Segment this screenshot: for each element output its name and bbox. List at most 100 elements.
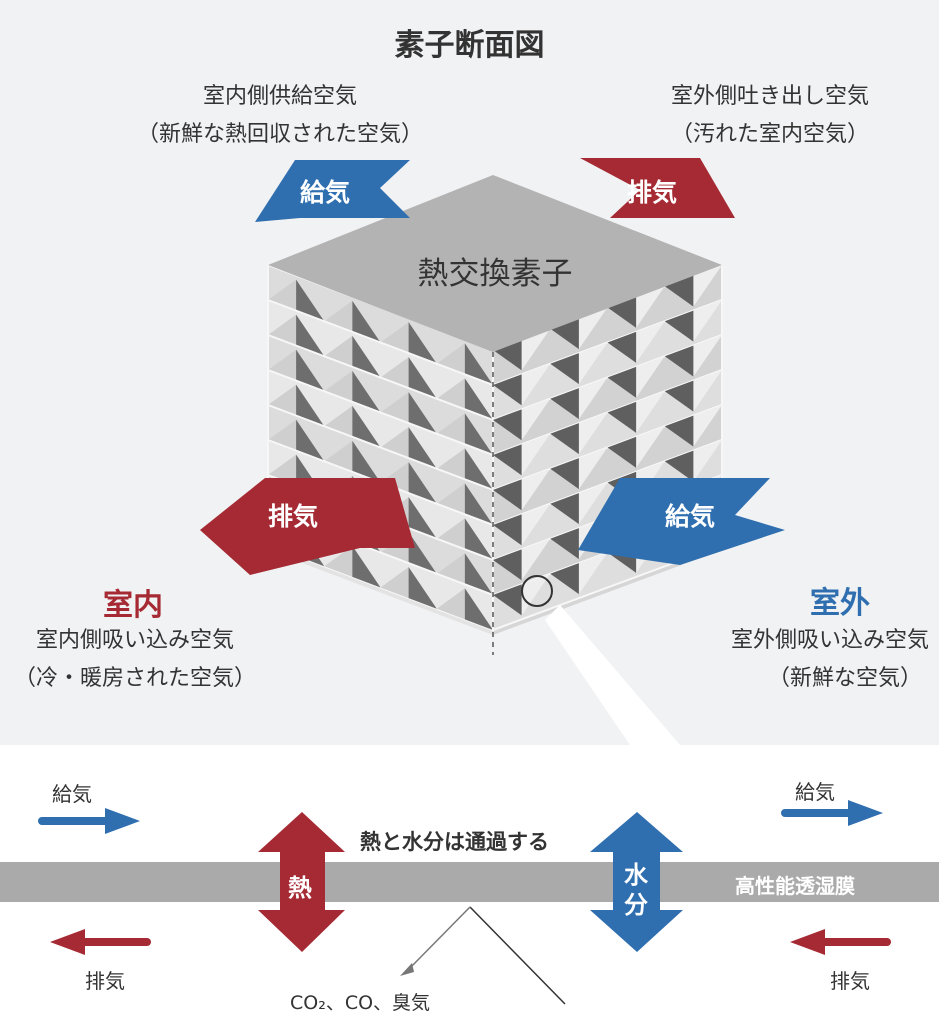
- top-right-arrow-label: 排気: [627, 178, 678, 207]
- left-ridge-shadow: [408, 462, 437, 504]
- top-right-caption-line1: 室外側吐き出し空気: [670, 84, 869, 109]
- left-ridge-shadow: [408, 392, 437, 434]
- left-ridge-shadow: [408, 497, 437, 539]
- left-ridge-shadow: [352, 440, 381, 483]
- left-ridge-shadow: [464, 553, 493, 595]
- indoor-caption-line1: 室内側吸い込み空気: [35, 628, 234, 653]
- membrane-band: [0, 862, 939, 902]
- mid-left-arrow-label: 排気: [268, 502, 319, 531]
- right-ridge-shadow: [493, 479, 522, 511]
- left-ridge-shadow: [464, 483, 493, 525]
- core-label: 熱交換素子: [417, 256, 573, 292]
- left-ridge-shadow: [408, 567, 437, 609]
- right-ridge-shadow: [550, 353, 579, 385]
- outdoor-caption-line2: （新鮮な空気）: [767, 666, 922, 691]
- right-ridge-shadow: [493, 584, 522, 616]
- outdoor-label: 室外: [810, 586, 870, 621]
- left-ridge-shadow: [296, 384, 325, 427]
- right-ridge-shadow: [664, 415, 694, 447]
- indoor-label: 室内: [103, 588, 163, 623]
- right-ridge-shadow: [607, 296, 637, 328]
- right-ridge-shadow: [664, 380, 694, 412]
- membrane-supply-left: 給気: [52, 782, 92, 806]
- core-stack: [267, 175, 723, 655]
- right-ridge-shadow: [550, 528, 579, 560]
- right-ridge-shadow: [550, 318, 579, 350]
- right-ridge-shadow: [664, 310, 694, 342]
- left-ridge-shadow: [464, 588, 493, 630]
- left-ridge-shadow: [296, 314, 325, 357]
- top-left-arrow-label: 給気: [300, 178, 351, 207]
- right-ridge-shadow: [664, 450, 694, 482]
- heat-label: 熱: [288, 874, 312, 902]
- blocked-substances: CO₂、CO、臭気: [290, 992, 431, 1014]
- membrane-supply-right: 給気: [795, 780, 835, 804]
- right-ridge-shadow: [607, 401, 637, 433]
- right-ridge-shadow: [493, 374, 522, 406]
- left-ridge-shadow: [352, 370, 381, 413]
- left-ridge-shadow: [408, 357, 437, 399]
- right-ridge-shadow: [493, 549, 522, 581]
- indoor-caption-line2: （冷・暖房された空気）: [13, 666, 256, 691]
- membrane-exhaust-right: 排気: [830, 969, 870, 993]
- heat-transfer-arrow: [258, 812, 345, 952]
- right-ridge-shadow: [493, 409, 522, 441]
- right-ridge-shadow: [550, 493, 579, 525]
- left-ridge-shadow: [464, 378, 493, 420]
- left-ridge-shadow: [352, 405, 381, 448]
- right-ridge-shadow: [550, 423, 579, 455]
- left-ridge-shadow: [352, 335, 381, 378]
- left-ridge-shadow: [352, 545, 381, 588]
- top-left-caption-line1: 室内側供給空気: [202, 84, 357, 109]
- right-ridge-shadow: [607, 436, 637, 468]
- right-ridge-shadow: [607, 331, 637, 363]
- outdoor-caption-line1: 室外側吸い込み空気: [731, 628, 930, 653]
- supply-arrow-left: [38, 808, 140, 834]
- exhaust-arrow-right: [790, 929, 891, 955]
- right-ridge-shadow: [550, 388, 579, 420]
- top-left-supply-arrow: [255, 160, 410, 222]
- blocked-arrowhead: [400, 963, 414, 976]
- blocked-line-left: [407, 906, 471, 971]
- right-ridge-shadow: [493, 444, 522, 476]
- pass-through-text: 熱と水分は通過する: [360, 830, 549, 854]
- exhaust-arrow-left: [50, 929, 151, 955]
- mid-right-supply-arrow: [578, 478, 785, 565]
- left-ridge-shadow: [296, 279, 325, 322]
- top-right-caption-line2: （汚れた室内空気）: [670, 122, 869, 147]
- blocked-line-right: [469, 906, 566, 1005]
- right-ridge-shadow: [550, 563, 579, 595]
- supply-arrow-right: [781, 800, 883, 826]
- left-ridge-shadow: [296, 419, 325, 462]
- left-ridge-shadow: [408, 532, 437, 574]
- top-left-caption-line2: （新鮮な熱回収された空気）: [136, 122, 423, 147]
- right-ridge-shadow: [664, 275, 694, 307]
- zoom-circle: [521, 575, 553, 607]
- mid-left-exhaust-arrow: [200, 478, 415, 575]
- left-ridge-shadow: [296, 349, 325, 392]
- left-ridge-shadow: [464, 413, 493, 455]
- water-label-1: 水: [624, 861, 648, 889]
- page-title: 素子断面図: [394, 28, 545, 63]
- right-ridge-shadow: [493, 339, 522, 371]
- left-ridge-shadow: [408, 322, 437, 364]
- membrane-label: 高性能透湿膜: [735, 874, 855, 898]
- right-ridge-shadow: [607, 366, 637, 398]
- left-ridge-shadow: [464, 448, 493, 490]
- left-ridge-shadow: [408, 427, 437, 469]
- moisture-transfer-arrow: [590, 812, 683, 952]
- membrane-exhaust-left: 排気: [85, 969, 125, 993]
- right-ridge-shadow: [664, 345, 694, 377]
- zoom-callout: [545, 605, 680, 745]
- left-ridge-shadow: [464, 343, 493, 385]
- right-face-corrugation: [492, 263, 723, 632]
- left-ridge-shadow: [464, 518, 493, 560]
- right-ridge-shadow: [550, 458, 579, 490]
- left-ridge-shadow: [352, 300, 381, 343]
- right-ridge-shadow: [493, 514, 522, 546]
- core-top-plate: [268, 175, 722, 352]
- top-right-exhaust-arrow: [580, 158, 735, 218]
- mid-right-arrow-label: 給気: [665, 502, 716, 531]
- water-label-2: 分: [624, 891, 648, 919]
